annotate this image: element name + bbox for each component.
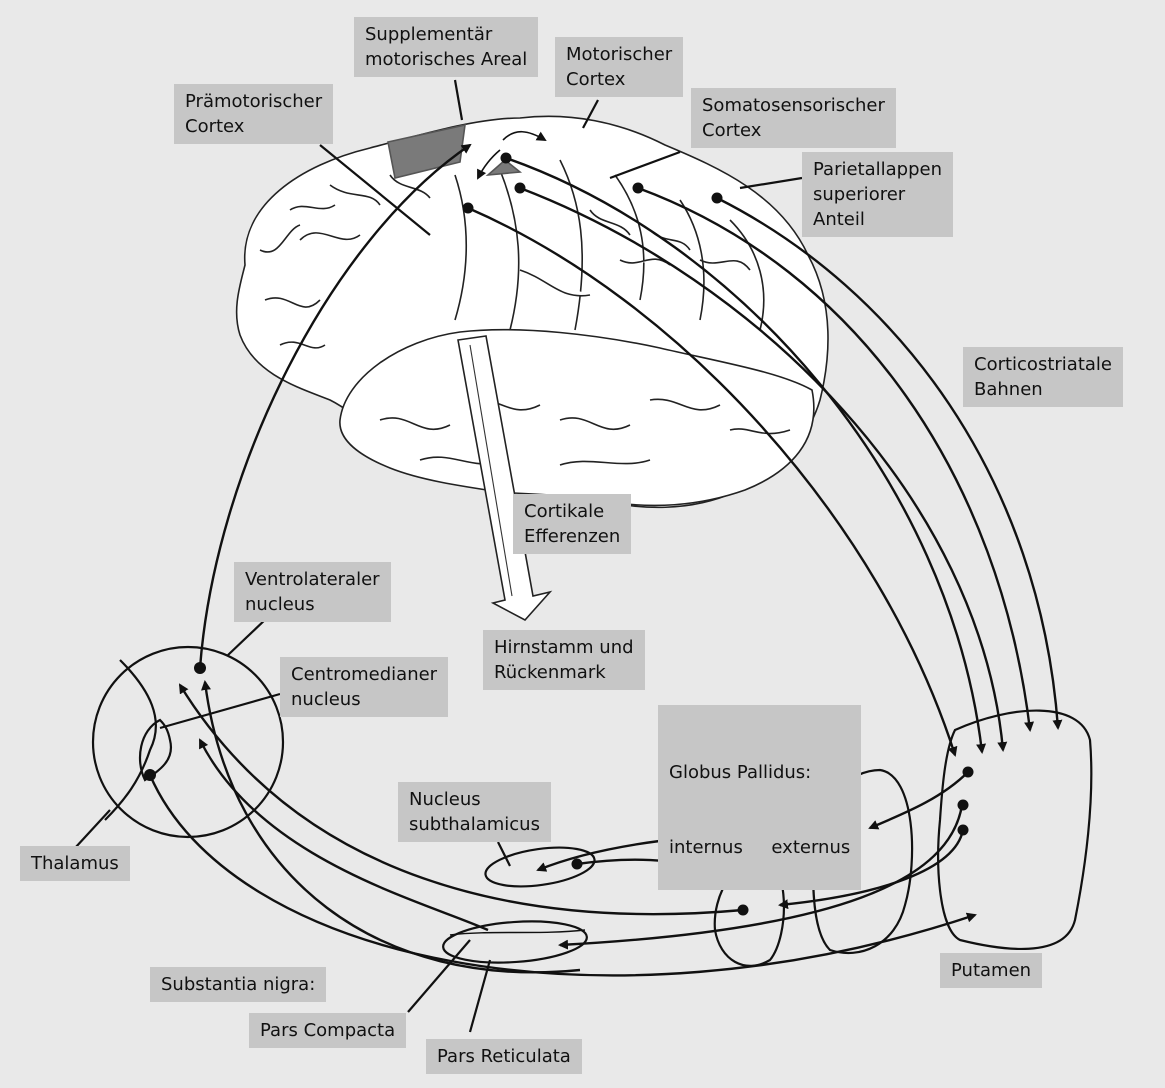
dot-putamen-1 [963, 767, 974, 778]
label-efferent-line1: Cortikale [524, 499, 620, 524]
label-sma-line1: Supplementär [365, 22, 527, 47]
label-cm-nucleus: Centromedianer nucleus [280, 657, 448, 717]
label-cm-line2: nucleus [291, 687, 437, 712]
label-corticostriatal-line1: Corticostriatale [974, 352, 1112, 377]
nigra-divider [450, 930, 585, 935]
label-vl-nucleus: Ventrolateraler nucleus [234, 562, 391, 622]
label-thalamus-line1: Thalamus [31, 851, 119, 876]
label-pars-reticulata: Pars Reticulata [426, 1039, 582, 1074]
thalamus-outline [93, 647, 283, 837]
leader-reticulata [470, 960, 490, 1032]
label-globus-line2: internus externus [669, 835, 850, 860]
label-subthalamic-nucleus: Nucleus subthalamicus [398, 782, 551, 842]
dot-cortex-5 [712, 193, 723, 204]
label-vl-line1: Ventrolateraler [245, 567, 380, 592]
label-parietal-line3: Anteil [813, 207, 942, 232]
label-globus-pallidus: Globus Pallidus: internus externus [658, 705, 861, 890]
leader-vl [228, 617, 268, 655]
dot-cortex-1 [463, 203, 474, 214]
leader-sma [455, 80, 462, 120]
substantia-nigra-outline [442, 917, 588, 967]
label-sma-line2: motorisches Areal [365, 47, 527, 72]
label-globus-line1: Globus Pallidus: [669, 760, 850, 785]
label-stn-line2: subthalamicus [409, 812, 540, 837]
label-parietal-line2: superiorer [813, 182, 942, 207]
leader-stn [498, 842, 510, 866]
label-thalamus: Thalamus [20, 846, 130, 881]
dot-cortex-2 [501, 153, 512, 164]
label-parietal-line1: Parietallappen [813, 157, 942, 182]
label-somato-line1: Somatosensorischer [702, 93, 885, 118]
leader-parietal [740, 178, 802, 188]
label-somatosensory-cortex: Somatosensorischer Cortex [691, 88, 896, 148]
label-vl-line2: nucleus [245, 592, 380, 617]
dot-stn [572, 859, 583, 870]
label-cortical-efferents: Cortikale Efferenzen [513, 494, 631, 554]
label-pars-compacta: Pars Compacta [249, 1013, 406, 1048]
label-premotor-line1: Prämotorischer [185, 89, 322, 114]
label-parietal-lobe: Parietallappen superiorer Anteil [802, 152, 953, 237]
dot-cortex-4 [633, 183, 644, 194]
dot-cm-nucleus [144, 769, 156, 781]
label-motor-cortex: Motorischer Cortex [555, 37, 683, 97]
label-substantia-nigra: Substantia nigra: [150, 967, 326, 1002]
label-nigra-line1: Substantia nigra: [161, 972, 315, 997]
dot-putamen-2 [958, 800, 969, 811]
label-sma: Supplementär motorisches Areal [354, 17, 538, 77]
putamen-to-gpe [870, 772, 968, 828]
label-stn-line1: Nucleus [409, 787, 540, 812]
dot-cortex-3 [515, 183, 526, 194]
label-premotor-cortex: Prämotorischer Cortex [174, 84, 333, 144]
leader-cm [160, 694, 280, 728]
label-corticostriatal-line2: Bahnen [974, 377, 1112, 402]
dot-putamen-3 [958, 825, 969, 836]
label-putamen: Putamen [940, 953, 1042, 988]
label-brainstem-line1: Hirnstamm und [494, 635, 634, 660]
label-putamen-line1: Putamen [951, 958, 1031, 983]
label-motor-line1: Motorischer [566, 42, 672, 67]
label-somato-line2: Cortex [702, 118, 885, 143]
label-compacta-line1: Pars Compacta [260, 1018, 395, 1043]
label-efferent-line2: Efferenzen [524, 524, 620, 549]
leader-thalamus [75, 810, 110, 848]
label-corticostriatal: Corticostriatale Bahnen [963, 347, 1123, 407]
label-premotor-line2: Cortex [185, 114, 322, 139]
dot-vl-nucleus [194, 662, 206, 674]
dot-gpi [738, 905, 749, 916]
leader-compacta [408, 940, 470, 1012]
label-brainstem-line2: Rückenmark [494, 660, 634, 685]
label-reticulata-line1: Pars Reticulata [437, 1044, 571, 1069]
label-cm-line1: Centromedianer [291, 662, 437, 687]
label-motor-line2: Cortex [566, 67, 672, 92]
label-brainstem: Hirnstamm und Rückenmark [483, 630, 645, 690]
